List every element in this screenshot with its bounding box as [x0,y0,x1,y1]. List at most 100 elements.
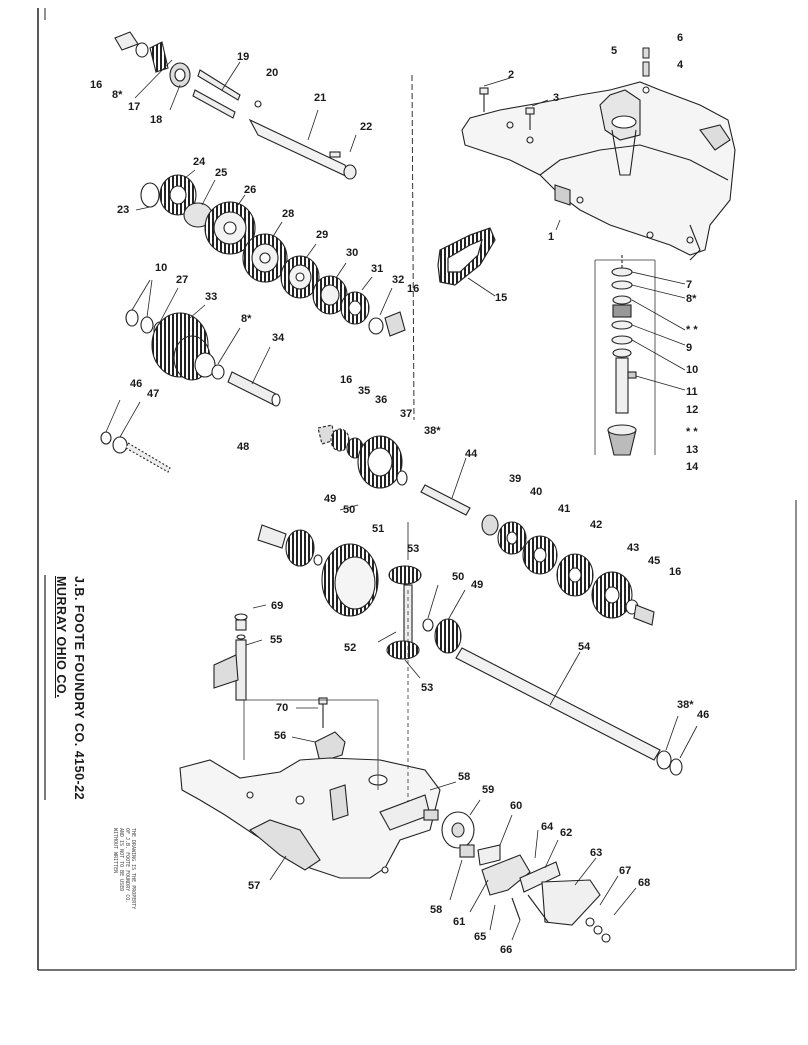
callout-39: 39 [509,473,522,485]
callout-44: 44 [465,448,478,460]
side-title-line-1: J.B. FOOTE FOUNDRY CO. 4150-22 [72,576,86,801]
callout-29: 29 [316,229,329,241]
differential [257,524,462,660]
callout-52: 52 [344,642,357,654]
callout-12: 12 [686,404,699,416]
shaft-stack [607,255,637,456]
callout-33: 33 [205,291,218,303]
page-frame [37,8,797,971]
callout-56: 56 [274,730,287,742]
gear-cluster-33 [125,309,281,407]
callout-51: 51 [372,523,385,535]
callout-9: 9 [686,342,693,354]
callout-57: 57 [248,880,261,892]
callout-41: 41 [558,503,571,515]
callout-21: 21 [314,92,327,104]
gear-row-upper [140,174,406,337]
callout-10-b: 10 [155,262,168,274]
callout-36: 36 [375,394,388,406]
callout-38-star-a: 38* [424,425,441,437]
bolt-3 [525,107,535,130]
callout-43: 43 [627,542,640,554]
leader-lines [105,59,698,941]
callout-45: 45 [648,555,661,567]
callout-double-star-a: * * [686,324,698,336]
stamp-line: THE DRAWING IS THE PROPERTY [130,828,136,910]
callout-58-a: 58 [458,771,471,783]
callout-8-star-c: 8* [241,313,252,325]
drive-chain-15 [437,227,496,286]
small-shaft-46 [100,431,171,473]
callout-53-b: 53 [421,682,434,694]
callout-40: 40 [530,486,543,498]
callout-11: 11 [686,386,698,398]
callout-42: 42 [590,519,603,531]
callout-53-a: 53 [407,543,420,555]
callout-8-star-a: 8* [686,293,697,305]
bolt-2 [479,87,489,112]
callout-4: 4 [677,59,684,71]
callout-66: 66 [500,944,513,956]
callout-7: 7 [686,279,693,291]
callout-60: 60 [510,800,523,812]
callout-2: 2 [508,69,515,81]
callout-6: 6 [677,32,684,44]
callout-1: 1 [548,231,555,243]
callout-10-a: 10 [686,364,699,376]
callout-64: 64 [541,821,554,833]
callout-17: 17 [128,101,141,113]
callout-15: 15 [495,292,508,304]
callout-38-star-b: 38* [677,699,694,711]
shaft-44 [420,484,655,626]
callout-65: 65 [474,931,487,943]
callout-25: 25 [215,167,228,179]
callout-55: 55 [270,634,283,646]
stamp-line: WITHOUT WRITTEN [112,828,118,874]
callout-58-b: 58 [430,904,443,916]
callout-30: 30 [346,247,359,259]
callout-48: 48 [237,441,250,453]
callout-46-b: 46 [697,709,710,721]
gear-group-middle [317,424,408,489]
callout-32: 32 [392,274,405,286]
callout-70: 70 [276,702,289,714]
callout-19: 19 [237,51,250,63]
callout-61: 61 [453,916,466,928]
callout-50-a: 50 [343,504,356,516]
stamp-line: OF J.B. FOOTE FOUNDRY CO. [124,828,130,904]
callout-double-star-b: * * [686,426,698,438]
callout-8-star-b: 8* [112,89,123,101]
callout-13: 13 [686,444,699,456]
separator-line [411,74,415,421]
callout-49-b: 49 [471,579,484,591]
callout-3: 3 [553,92,560,104]
upper-housing [461,81,736,261]
callout-59: 59 [482,784,495,796]
callout-18: 18 [150,114,163,126]
shift-post [213,613,346,763]
lower-housing [179,757,441,879]
callout-16-d: 16 [669,566,682,578]
callout-16-b: 16 [407,283,420,295]
pin-5 [642,47,650,94]
callout-67: 67 [619,865,632,877]
callout-23: 23 [117,204,130,216]
callout-20: 20 [266,67,279,79]
callout-37: 37 [400,408,413,420]
callout-62: 62 [560,827,573,839]
axle-54 [455,647,683,776]
callout-35: 35 [358,385,371,397]
callout-47: 47 [147,388,160,400]
shaft-stack-bracket [594,259,656,455]
callout-68: 68 [638,877,651,889]
copyright-stamp: THE DRAWING IS THE PROPERTY OF J.B. FOOT… [112,828,136,909]
callout-28: 28 [282,208,295,220]
callout-31: 31 [371,263,384,275]
callout-14: 14 [686,461,699,473]
callout-46-a: 46 [130,378,143,390]
callout-63: 63 [590,847,603,859]
callout-24: 24 [193,156,206,168]
callout-69: 69 [271,600,284,612]
callout-5: 5 [611,45,618,57]
